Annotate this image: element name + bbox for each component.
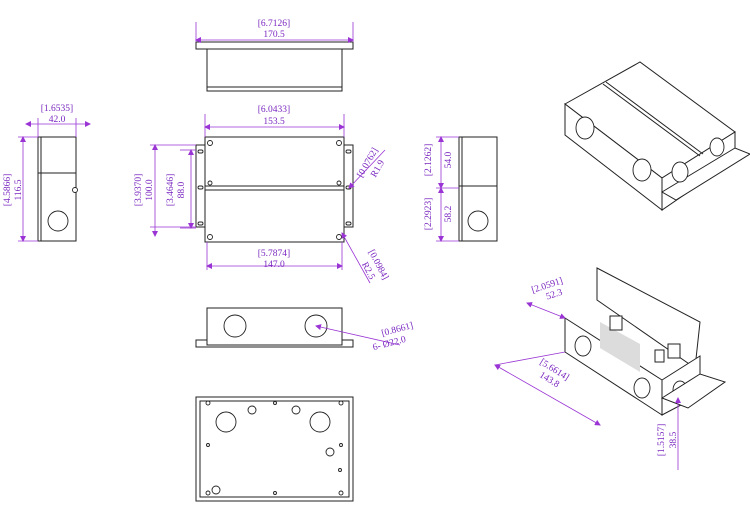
left-height-mm: 116.5 — [14, 179, 24, 200]
iso-depth-mm: 52.3 — [545, 288, 564, 303]
bottom-plan-view — [195, 396, 354, 502]
top-width-mm: 170.5 — [263, 30, 285, 40]
front-inner-height-inch: [3.4646] — [166, 174, 176, 206]
front-height-inch: [3.9370] — [134, 174, 144, 206]
top-width-inch: [6.7126] — [258, 19, 290, 29]
side-elevation-holes: [0.8661] 6- Ø22.0 — [195, 307, 414, 353]
hole-dia-mm: 6- Ø22.0 — [372, 335, 407, 353]
front-bottom-width-inch: [5.7874] — [258, 249, 290, 259]
front-bottom-width-mm: 147.0 — [263, 260, 285, 270]
right-upper-inch: [2.1262] — [424, 144, 434, 176]
front-view: [6.0433] 153.5 [3.9370] 100.0 [3.4646] 8… — [134, 105, 390, 284]
right-side-view: [2.1262] 54.0 [2.2923] 58.2 — [424, 136, 498, 242]
right-lower-inch: [2.2923] — [424, 198, 434, 230]
front-inner-height-mm: 88.0 — [177, 181, 187, 198]
left-side-view: [1.6535] 42.0 [4.5866] 116.5 — [3, 104, 91, 242]
left-width-mm: 42.0 — [49, 115, 66, 125]
iso-flange-inch: [1.5157] — [657, 424, 667, 456]
front-height-mm: 100.0 — [145, 179, 155, 201]
right-upper-mm: 54.0 — [444, 151, 454, 168]
iso-flange-mm: 38.5 — [669, 431, 679, 448]
left-height-inch: [4.5866] — [3, 174, 13, 206]
isometric-closed-view — [564, 61, 750, 212]
right-lower-mm: 58.2 — [444, 205, 454, 222]
front-width-inch: [6.0433] — [258, 105, 290, 115]
top-view: [6.7126] 170.5 — [195, 19, 354, 92]
isometric-open-view: [2.0591] 52.3 [5.6614] 143.8 [1.5157] 38… — [494, 267, 727, 470]
front-width-mm: 153.5 — [263, 117, 285, 127]
left-width-inch: [1.6535] — [41, 104, 73, 114]
